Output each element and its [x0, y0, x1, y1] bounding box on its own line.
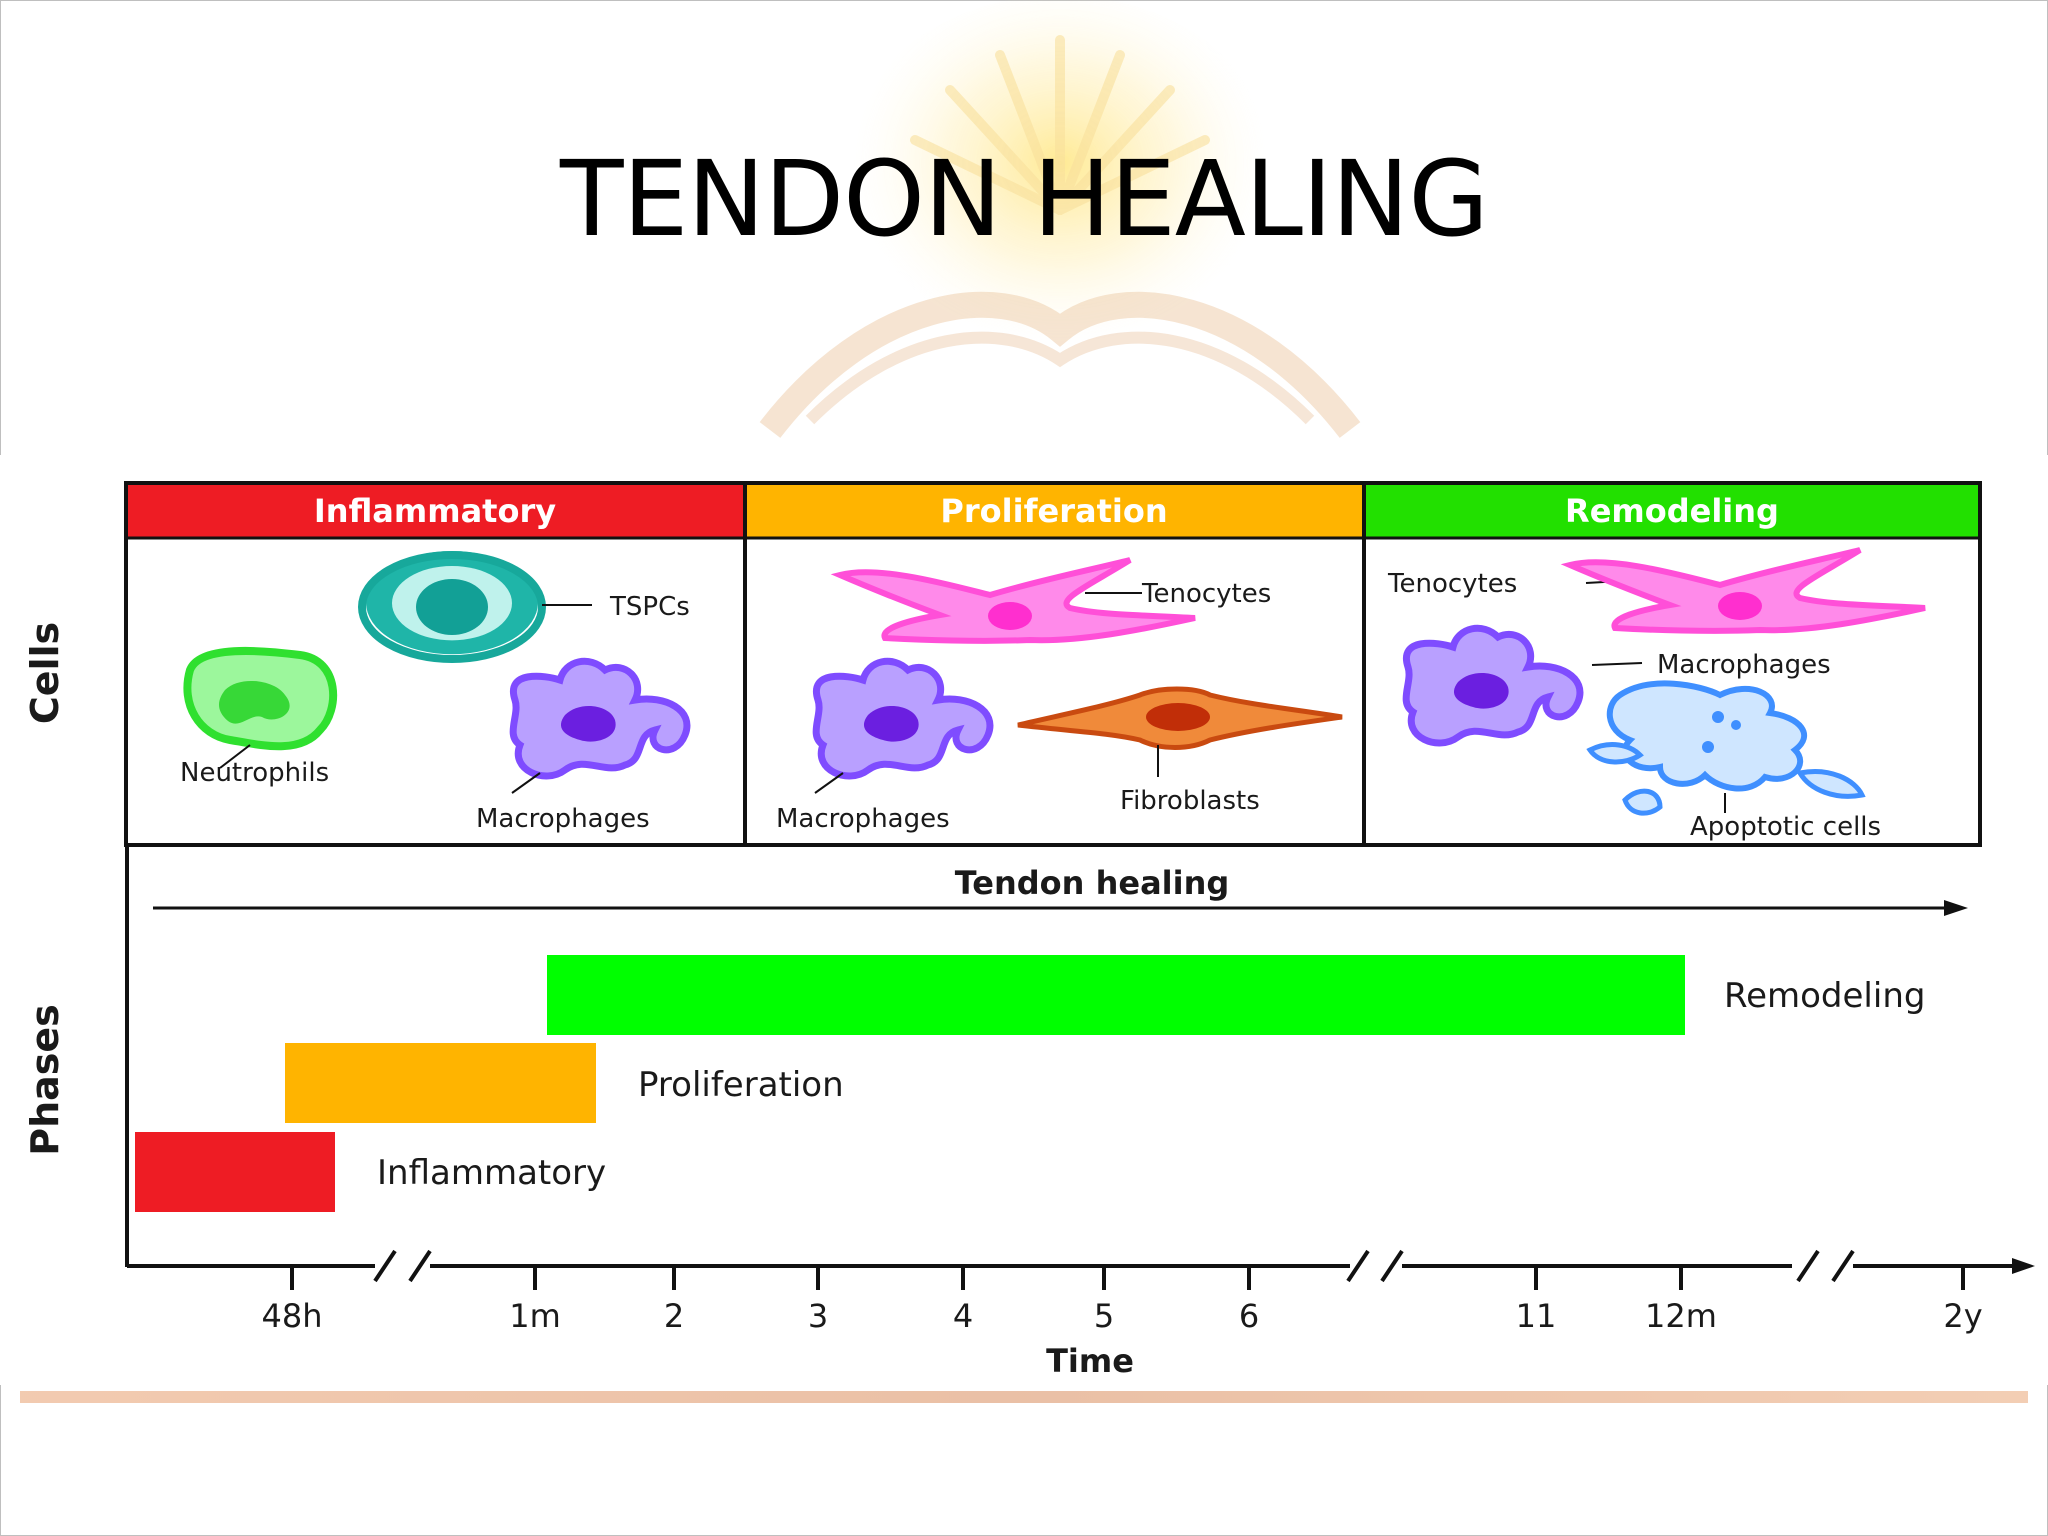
macrophage-cell-icon	[509, 657, 691, 780]
time-tick-1m: 1m	[509, 1297, 561, 1335]
phase-bar-inflammatory	[135, 1132, 335, 1212]
header-remodeling-label: Remodeling	[1565, 492, 1779, 530]
time-tick-11: 11	[1516, 1297, 1557, 1335]
time-tick-2: 2	[664, 1297, 684, 1335]
macrophage-cell-icon-3	[1402, 624, 1584, 747]
macrophage-cell-icon-2	[812, 657, 994, 780]
tendon-healing-figure: Cells Phases Inflammatory Proliferation …	[0, 455, 2048, 1385]
tenocyte-cell-icon-3	[1560, 547, 1926, 634]
header-inflammatory-label: Inflammatory	[314, 492, 556, 530]
macrophages-label-3: Macrophages	[1657, 650, 1831, 680]
neutrophils-label: Neutrophils	[180, 758, 329, 788]
phase-bar-remodeling	[547, 955, 1685, 1035]
time-tick-48h: 48h	[262, 1297, 323, 1335]
fibroblasts-label: Fibroblasts	[1120, 786, 1260, 816]
time-axis	[127, 1249, 2020, 1290]
cells-side-label: Cells	[23, 622, 67, 724]
time-axis-label: Time	[1046, 1342, 1134, 1380]
time-tick-3: 3	[808, 1297, 828, 1335]
header-proliferation-label: Proliferation	[940, 492, 1167, 530]
time-tick-12m: 12m	[1645, 1297, 1717, 1335]
slide-title: TENDON HEALING	[560, 138, 1489, 260]
tspcs-label: TSPCs	[609, 592, 690, 622]
cells-panel-frame	[124, 481, 1982, 847]
header-proliferation	[746, 483, 1363, 537]
apoptotic-cells-icon	[1586, 680, 1866, 816]
tendon-healing-arrow-label: Tendon healing	[955, 864, 1230, 902]
phase-bar-proliferation	[285, 1043, 596, 1123]
macrophages-label-1: Macrophages	[476, 804, 650, 834]
tenocyte-cell-icon	[830, 557, 1196, 644]
apoptotic-cells-label: Apoptotic cells	[1690, 812, 1881, 842]
time-tick-4: 4	[953, 1297, 973, 1335]
decorative-band	[20, 1391, 2028, 1403]
phases-side-label: Phases	[23, 1004, 67, 1156]
time-tick-5: 5	[1094, 1297, 1114, 1335]
phase-label-inflammatory: Inflammatory	[377, 1153, 606, 1193]
header-remodeling	[1365, 483, 1980, 537]
tenocytes-label-3: Tenocytes	[1387, 569, 1517, 599]
time-tick-6: 6	[1239, 1297, 1259, 1335]
tenocytes-label-2: Tenocytes	[1141, 579, 1271, 609]
phase-label-proliferation: Proliferation	[638, 1065, 844, 1105]
fibroblast-cell-icon	[1017, 686, 1343, 750]
tspc-cell-icon	[358, 551, 546, 663]
macrophages-label-2: Macrophages	[776, 804, 950, 834]
time-tick-2y: 2y	[1943, 1297, 1982, 1335]
phase-label-remodeling: Remodeling	[1724, 976, 1925, 1016]
header-inflammatory	[126, 483, 744, 537]
neutrophil-cell-icon	[183, 646, 337, 751]
book-sun-logo	[759, 0, 1361, 438]
